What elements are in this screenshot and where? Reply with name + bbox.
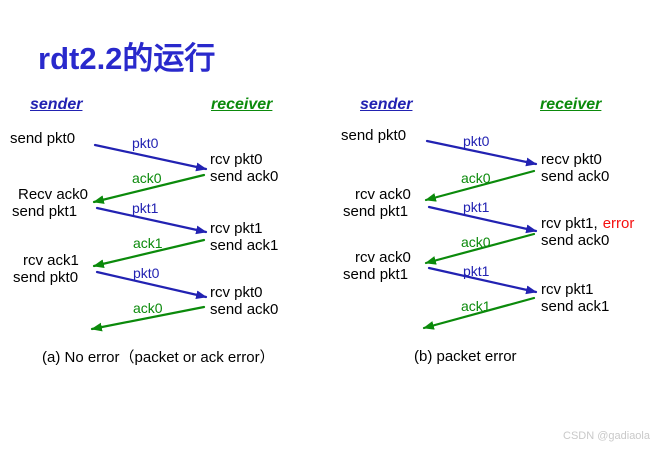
arrow-label: ack1 [133,235,163,251]
receiver-note: rcv pkt1,error send ack0 [541,215,635,249]
arrow-label: pkt0 [463,133,490,149]
watermark: CSDN @gadiaola [563,430,650,442]
arrow-label: ack0 [133,300,163,316]
sender-note: rcv ack0 send pkt1 [343,249,411,283]
receiver-note: recv pkt0 send ack0 [541,151,610,185]
arrow-label: ack1 [461,298,491,314]
sender-note: send pkt0 [341,127,407,144]
arrow-label: pkt0 [132,135,159,151]
receiver-note: rcv pkt0 send ack0 [210,284,279,318]
receiver-header-b: receiver [540,96,602,113]
error-text: error [602,215,635,232]
caption-a: (a) No error（packet or ack error） [42,349,275,366]
arrow-label: ack0 [132,170,162,186]
arrow-label: pkt1 [463,263,490,279]
arrow-label: pkt1 [463,199,490,215]
caption-b: (b) packet error [414,348,517,365]
receiver-note: rcv pkt0 send ack0 [210,151,279,185]
receiver-header-a: receiver [211,96,273,113]
sender-header-b: sender [360,96,413,113]
arrow-label: pkt0 [133,265,160,281]
page-title: rdt2.2的运行 [38,41,216,76]
sender-note: Recv ack0 send pkt1 [12,186,89,220]
arrow-label: pkt1 [132,200,159,216]
arrow-label: ack0 [461,234,491,250]
sender-note: rcv ack0 send pkt1 [343,186,411,220]
receiver-note: rcv pkt1 send ack1 [541,281,610,315]
sender-note: send pkt0 [10,130,76,147]
sender-header-a: sender [30,96,83,113]
arrow-label: ack0 [461,170,491,186]
receiver-note: rcv pkt1 send ack1 [210,220,279,254]
sender-note: rcv ack1 send pkt0 [13,252,79,286]
